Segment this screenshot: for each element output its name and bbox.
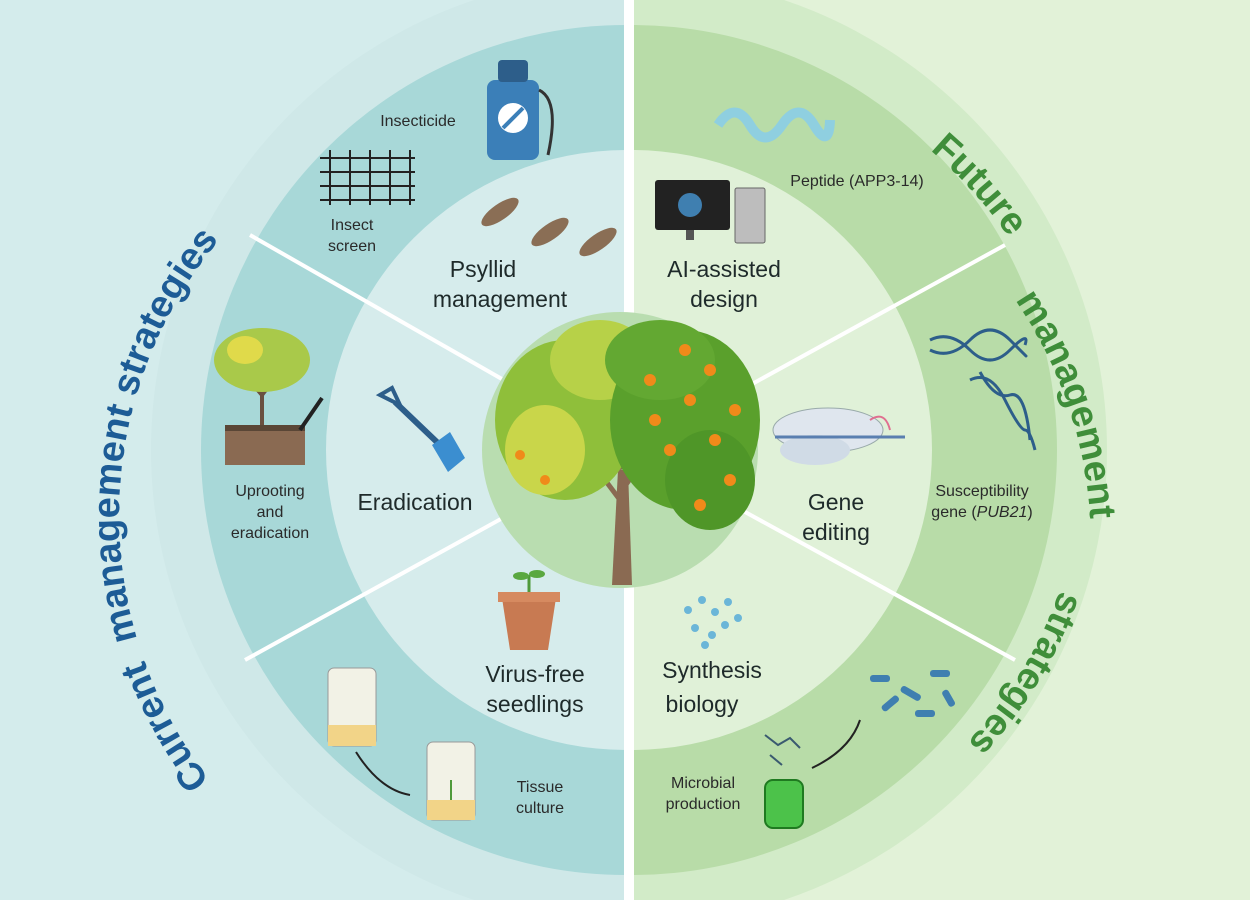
insecticide-label: Insecticide [380,113,456,130]
susceptibility-label-2: gene (PUB21) [931,504,1032,521]
molecule-icon [684,596,742,649]
gene-editing-title-2: editing [802,519,870,545]
seedling-pot-icon [498,570,560,650]
gene-editing-title-1: Gene [808,489,864,515]
citrus-tree-icon [482,312,760,588]
peptide-label: Peptide (APP3-14) [790,173,923,190]
protein-icon [764,779,804,829]
uprooting-label-3: eradication [231,525,309,542]
microbial-label-1: Microbial [671,775,735,792]
synthesis-title-1: Synthesis [662,657,762,683]
shovel-icon [375,385,465,472]
virus-free-title-2: seedlings [486,691,583,717]
ai-title-1: AI-assisted [667,256,781,282]
insect-screen-label-2: screen [328,238,376,255]
microbial-label-2: production [666,796,741,813]
virus-free-title-1: Virus-free [485,661,584,687]
susceptibility-label-1: Susceptibility [935,483,1028,500]
dna-icon [929,328,1037,451]
tissue-culture-jar-icon [327,667,476,821]
synthesis-title-2: biology [666,691,739,717]
insect-screen-label-1: Insect [331,217,374,234]
uprooting-label-2: and [257,504,284,521]
uprooting-label-1: Uprooting [235,483,304,500]
production-arrow [811,719,861,769]
tissue-culture-label-1: Tissue [517,779,564,796]
molecule-icon-2 [764,734,801,766]
bacteria-icon [870,670,956,717]
computer-icon [655,180,766,244]
psyllid-title-2: management [433,286,568,312]
insect-screen-icon [320,150,415,205]
gene-editing-complex-icon [772,407,905,465]
ai-title-2: design [690,286,758,312]
peptide-helix-icon [713,107,835,143]
sprayer-icon [487,60,554,160]
psyllid-icon [481,197,617,257]
tree-uprooting-icon [214,328,324,465]
tissue-culture-label-2: culture [516,800,564,817]
psyllid-title-1: Psyllid [450,256,516,282]
eradication-title: Eradication [357,489,472,515]
